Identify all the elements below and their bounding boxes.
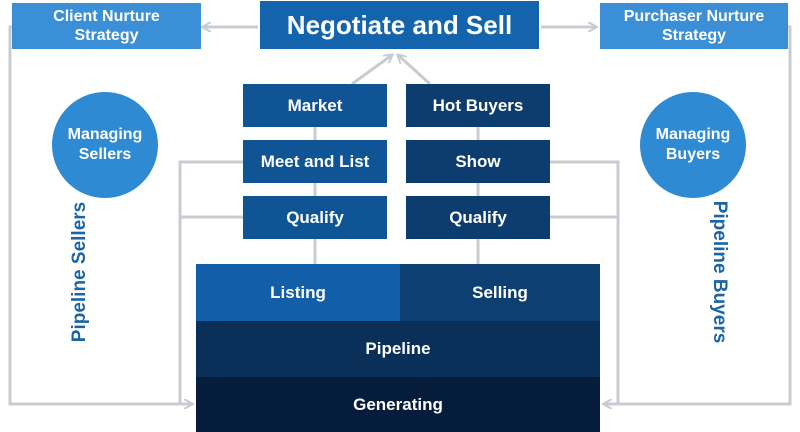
purchaser-nurture-box: Purchaser Nurture Strategy bbox=[600, 3, 788, 49]
negotiate-and-sell-box: Negotiate and Sell bbox=[260, 1, 539, 49]
show-box: Show bbox=[406, 140, 550, 183]
right-inner-loop bbox=[550, 160, 620, 404]
listing-box: Listing bbox=[196, 264, 400, 321]
arrow-market-to-negotiate bbox=[351, 55, 392, 86]
arrow-hotbuyers-to-negotiate bbox=[398, 55, 432, 86]
qualify-sellers-box: Qualify bbox=[243, 196, 387, 239]
managing-sellers-circle: Managing Sellers bbox=[52, 92, 158, 198]
hot-buyers-box: Hot Buyers bbox=[406, 84, 550, 127]
right-outer-loop bbox=[604, 25, 792, 404]
pipeline-box: Pipeline bbox=[196, 321, 600, 377]
managing-buyers-circle: Managing Buyers bbox=[640, 92, 746, 198]
generating-box: Generating bbox=[196, 377, 600, 432]
left-inner-loop bbox=[178, 160, 243, 404]
pipeline-buyers-label: Pipeline Buyers bbox=[709, 200, 730, 344]
left-outer-loop bbox=[8, 25, 192, 404]
market-box: Market bbox=[243, 84, 387, 127]
selling-box: Selling bbox=[400, 264, 600, 321]
pipeline-sellers-label: Pipeline Sellers bbox=[69, 201, 90, 343]
meet-and-list-box: Meet and List bbox=[243, 140, 387, 183]
client-nurture-box: Client Nurture Strategy bbox=[12, 3, 201, 49]
qualify-buyers-box: Qualify bbox=[406, 196, 550, 239]
